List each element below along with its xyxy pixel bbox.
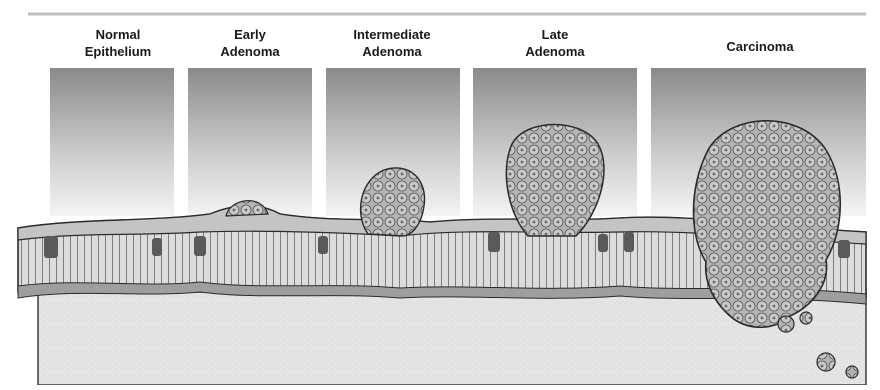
panel-normal <box>50 68 174 216</box>
label-carcinoma: Carcinoma <box>700 38 820 55</box>
label-late-adenoma: Late Adenoma <box>495 26 615 60</box>
label-late-line1: Late <box>495 26 615 43</box>
late-adenoma-growth <box>506 125 604 237</box>
label-carcinoma-line1: Carcinoma <box>700 38 820 55</box>
label-early-adenoma: Early Adenoma <box>190 26 310 60</box>
label-intermediate-adenoma: Intermediate Adenoma <box>332 26 452 60</box>
label-normal-epithelium: Normal Epithelium <box>58 26 178 60</box>
label-normal-line1: Normal <box>58 26 178 43</box>
label-normal-line2: Epithelium <box>58 43 178 60</box>
panel-early <box>188 68 312 216</box>
label-early-line2: Adenoma <box>190 43 310 60</box>
label-intermediate-line2: Adenoma <box>332 43 452 60</box>
label-intermediate-line1: Intermediate <box>332 26 452 43</box>
label-early-line1: Early <box>190 26 310 43</box>
label-late-line2: Adenoma <box>495 43 615 60</box>
